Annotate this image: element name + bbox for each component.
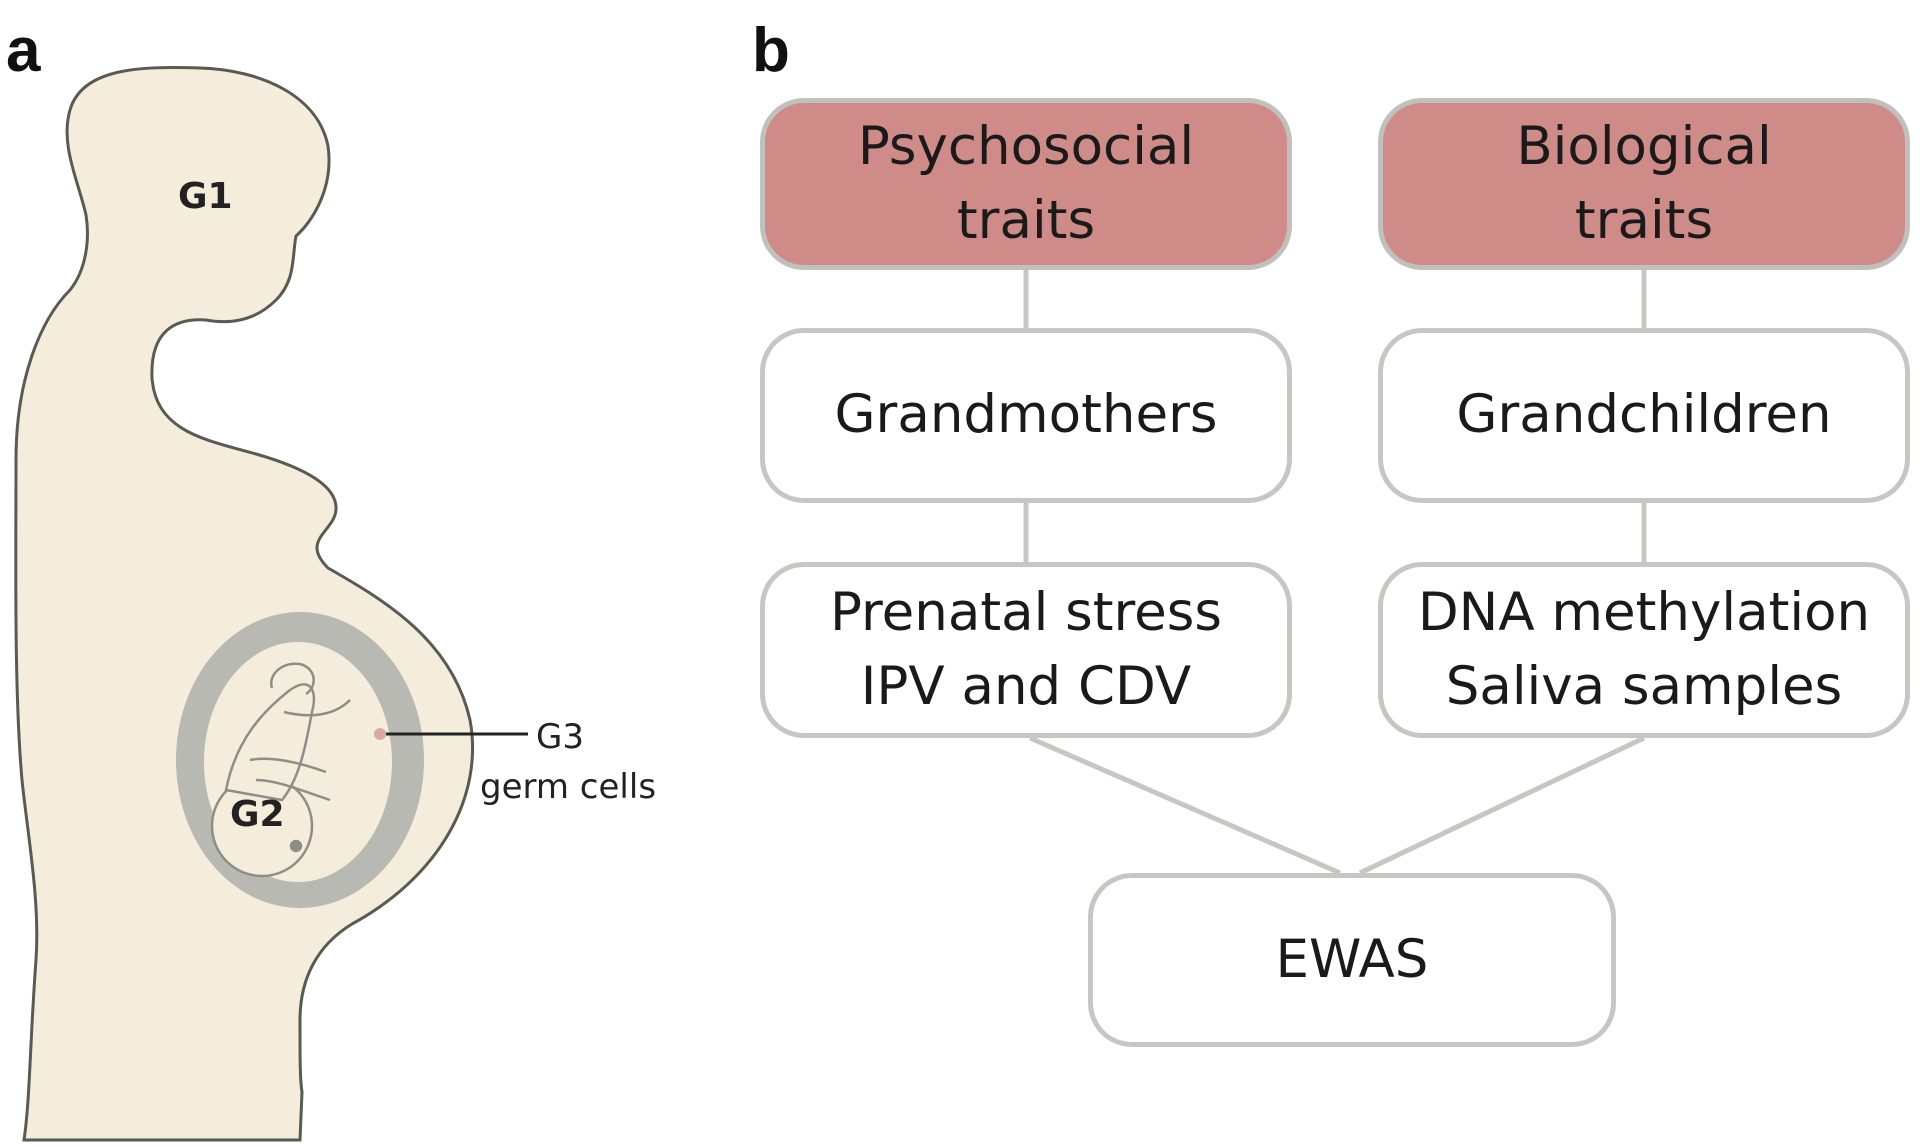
germ-cells-marker: [374, 728, 386, 740]
box-dna-line2: Saliva samples: [1445, 656, 1843, 717]
box-biological-traits: Biological traits: [1378, 98, 1910, 270]
connector-dna-ewas: [1358, 735, 1646, 876]
box-grandmothers-label: Grandmothers: [834, 384, 1218, 446]
box-prenatal-line2: IPV and CDV: [860, 656, 1192, 717]
box-biological-line2: traits: [1574, 190, 1714, 251]
box-grandchildren-label: Grandchildren: [1456, 384, 1832, 446]
box-psychosocial-traits: Psychosocial traits: [760, 98, 1292, 270]
box-ewas-label: EWAS: [1275, 928, 1429, 990]
label-germ-cells: germ cells: [480, 767, 657, 807]
box-biological-line1: Biological: [1516, 115, 1772, 177]
panel-b-label: b: [752, 16, 790, 85]
box-ewas: EWAS: [1088, 873, 1616, 1047]
connector-prenatal-ewas: [1029, 735, 1341, 876]
box-grandchildren: Grandchildren: [1378, 328, 1910, 503]
box-dna-methylation: DNA methylation Saliva samples: [1378, 562, 1910, 738]
box-prenatal-stress: Prenatal stress IPV and CDV: [760, 562, 1292, 738]
label-g3: G3: [536, 717, 584, 757]
label-g1: G1: [178, 176, 233, 217]
pregnant-woman-illustration: [14, 65, 528, 1142]
panel-a-label: a: [6, 16, 41, 85]
box-prenatal-line1: Prenatal stress: [829, 581, 1222, 643]
box-grandmothers: Grandmothers: [760, 328, 1292, 503]
box-psychosocial-line1: Psychosocial: [857, 115, 1195, 177]
fetus-icon: [210, 662, 351, 878]
box-dna-line1: DNA methylation: [1417, 581, 1871, 643]
label-g2: G2: [230, 794, 285, 835]
box-psychosocial-line2: traits: [956, 190, 1096, 251]
